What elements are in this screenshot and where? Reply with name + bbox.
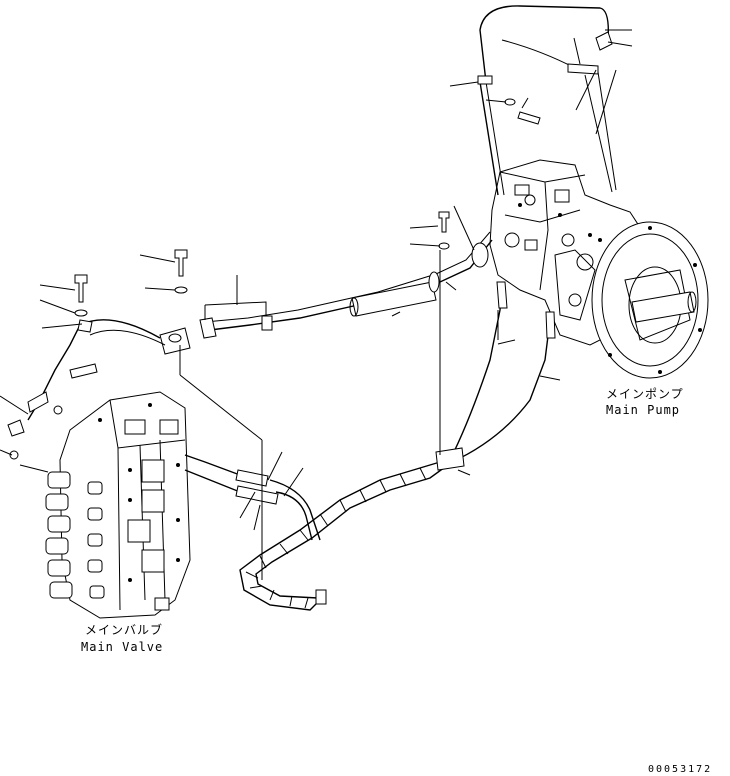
leader-lines [0, 29, 633, 580]
document-number: 00053172 [648, 764, 712, 775]
main-pump-label-jp: メインポンプ [606, 387, 684, 401]
main-valve [45, 391, 191, 619]
middle-pipe [159, 231, 493, 355]
valve-outlet-fittings [184, 454, 279, 505]
upper-pilot-hoses [477, 5, 617, 196]
main-valve-label-en: Main Valve [81, 640, 163, 654]
left-pilot-lines [7, 319, 166, 460]
main-valve-label-jp: メインバルブ [85, 622, 163, 637]
main-pump-label-en: Main Pump [606, 403, 680, 417]
valve-spool-caps [45, 471, 105, 599]
wrapped-hose-upper [269, 479, 321, 541]
wrapped-hose-lower [239, 461, 453, 611]
pump-lower-hoses [435, 281, 556, 471]
main-pump [489, 159, 709, 379]
